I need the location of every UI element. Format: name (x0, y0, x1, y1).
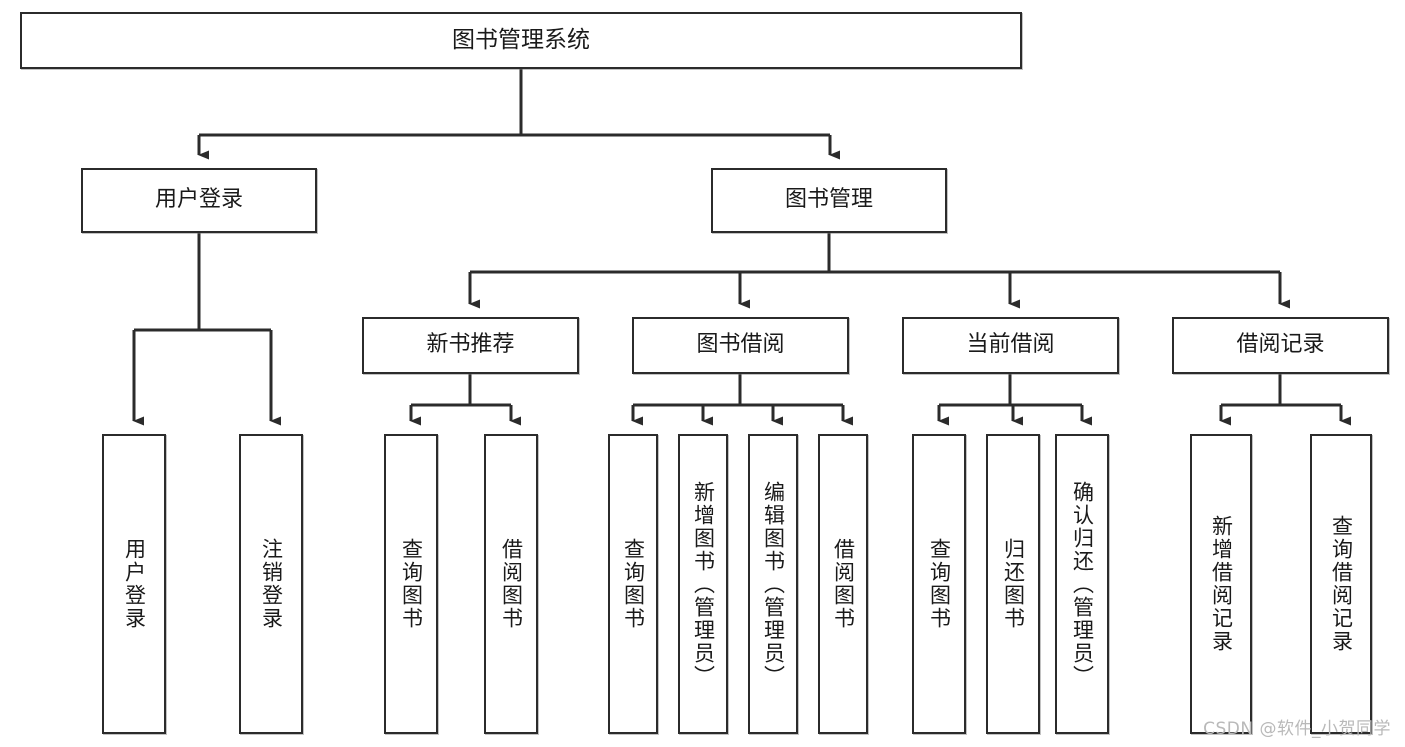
node-leaf-user-login[interactable]: 用户登录 (102, 434, 166, 734)
node-borrow-record-label: 借阅记录 (1236, 332, 1325, 358)
node-current-borrow-label: 当前借阅 (966, 332, 1055, 358)
node-leaf-query-borrow-record[interactable]: 查询借阅记录 (1310, 434, 1372, 734)
node-leaf-edit-book-admin-label: 编辑图书（管理员） (761, 480, 786, 688)
node-leaf-return-book[interactable]: 归还图书 (986, 434, 1040, 734)
node-book-manage[interactable]: 图书管理 (711, 168, 947, 233)
node-leaf-add-book-admin[interactable]: 新增图书（管理员） (678, 434, 728, 734)
node-leaf-query-book-3[interactable]: 查询图书 (912, 434, 966, 734)
node-leaf-query-borrow-record-label: 查询借阅记录 (1329, 515, 1354, 653)
node-leaf-query-book-1[interactable]: 查询图书 (384, 434, 438, 734)
node-leaf-borrow-book-2-label: 借阅图书 (831, 538, 856, 630)
node-root-label: 图书管理系统 (452, 26, 590, 53)
node-book-manage-label: 图书管理 (784, 187, 873, 213)
node-leaf-borrow-book-1[interactable]: 借阅图书 (484, 434, 538, 734)
node-user-login-label: 用户登录 (154, 187, 243, 213)
node-leaf-add-book-admin-label: 新增图书（管理员） (691, 480, 716, 688)
node-leaf-edit-book-admin[interactable]: 编辑图书（管理员） (748, 434, 798, 734)
node-current-borrow[interactable]: 当前借阅 (902, 317, 1119, 374)
node-user-login[interactable]: 用户登录 (81, 168, 317, 233)
node-book-borrow[interactable]: 图书借阅 (632, 317, 849, 374)
node-leaf-logout[interactable]: 注销登录 (239, 434, 303, 734)
node-leaf-borrow-book-1-label: 借阅图书 (499, 538, 524, 630)
node-leaf-confirm-return-admin-label: 确认归还（管理员） (1070, 480, 1095, 688)
watermark: CSDN @软件_小贺同学 (1203, 719, 1391, 739)
node-leaf-query-book-2-label: 查询图书 (621, 538, 646, 630)
node-leaf-query-book-3-label: 查询图书 (927, 538, 952, 630)
node-leaf-add-borrow-record[interactable]: 新增借阅记录 (1190, 434, 1252, 734)
node-leaf-user-login-label: 用户登录 (122, 538, 147, 630)
node-borrow-record[interactable]: 借阅记录 (1172, 317, 1389, 374)
node-leaf-borrow-book-2[interactable]: 借阅图书 (818, 434, 868, 734)
node-book-borrow-label: 图书借阅 (696, 332, 785, 358)
node-leaf-logout-label: 注销登录 (259, 538, 284, 630)
node-leaf-confirm-return-admin[interactable]: 确认归还（管理员） (1055, 434, 1109, 734)
node-new-book-recommend-label: 新书推荐 (426, 332, 515, 358)
node-root[interactable]: 图书管理系统 (20, 12, 1022, 69)
node-leaf-query-book-1-label: 查询图书 (399, 538, 424, 630)
node-leaf-return-book-label: 归还图书 (1001, 538, 1026, 630)
node-new-book-recommend[interactable]: 新书推荐 (362, 317, 579, 374)
node-leaf-query-book-2[interactable]: 查询图书 (608, 434, 658, 734)
node-leaf-add-borrow-record-label: 新增借阅记录 (1209, 515, 1234, 653)
